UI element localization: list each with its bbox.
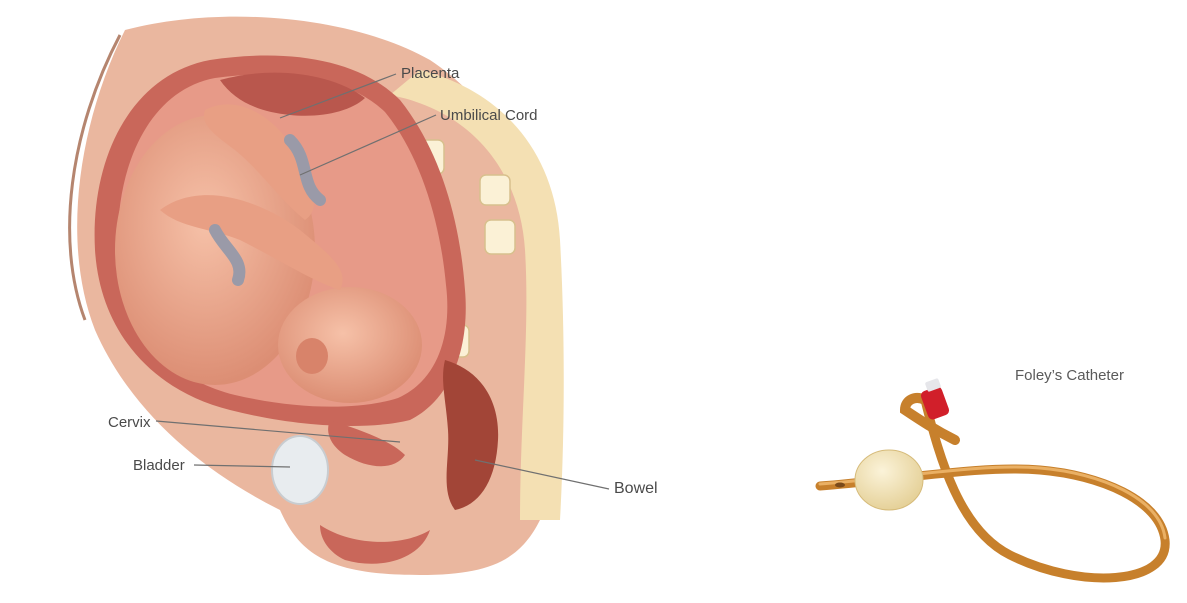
cervix-label: Cervix xyxy=(108,415,151,430)
bowel-label: Bowel xyxy=(614,481,658,497)
foley-catheter xyxy=(820,378,1165,578)
catheter-balloon xyxy=(855,450,923,510)
fetus-ear xyxy=(296,338,328,374)
placenta-label: Placenta xyxy=(401,66,459,81)
catheter-valve xyxy=(920,385,951,421)
pregnancy-illustration xyxy=(70,17,564,575)
umbilical-cord-label: Umbilical Cord xyxy=(440,108,538,123)
foley-catheter-label: Foley’s Catheter xyxy=(1015,368,1124,383)
catheter-tip-eye xyxy=(835,483,845,488)
bladder xyxy=(272,436,328,504)
bladder-label: Bladder xyxy=(133,458,185,473)
